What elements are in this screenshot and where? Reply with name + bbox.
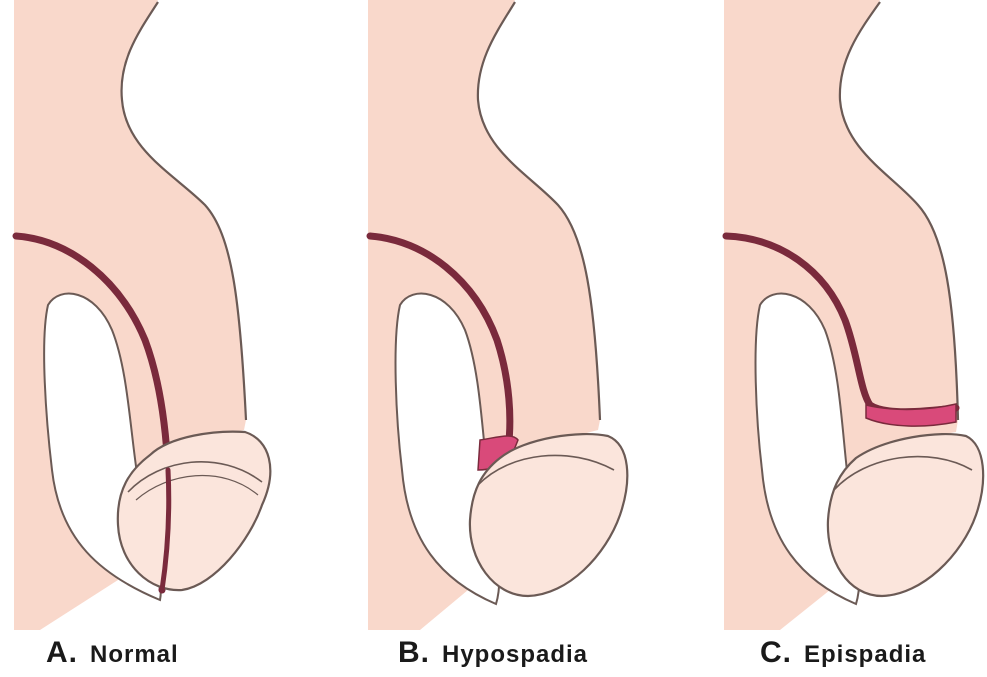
caption-label: Hypospadia: [442, 641, 588, 669]
panel-a-normal: [14, 0, 270, 630]
panel-b-hypospadia: [368, 0, 627, 630]
caption-normal: A. Normal: [46, 636, 179, 676]
caption-label: Epispadia: [804, 641, 926, 669]
caption-hypospadia: B. Hypospadia: [398, 636, 588, 676]
caption-label: Normal: [90, 641, 179, 669]
panel-c-epispadia: [724, 0, 983, 630]
caption-letter: B.: [398, 636, 430, 670]
caption-letter: A.: [46, 636, 78, 670]
caption-letter: C.: [760, 636, 792, 670]
illustration-canvas: [0, 0, 987, 630]
caption-epispadia: C. Epispadia: [760, 636, 926, 676]
